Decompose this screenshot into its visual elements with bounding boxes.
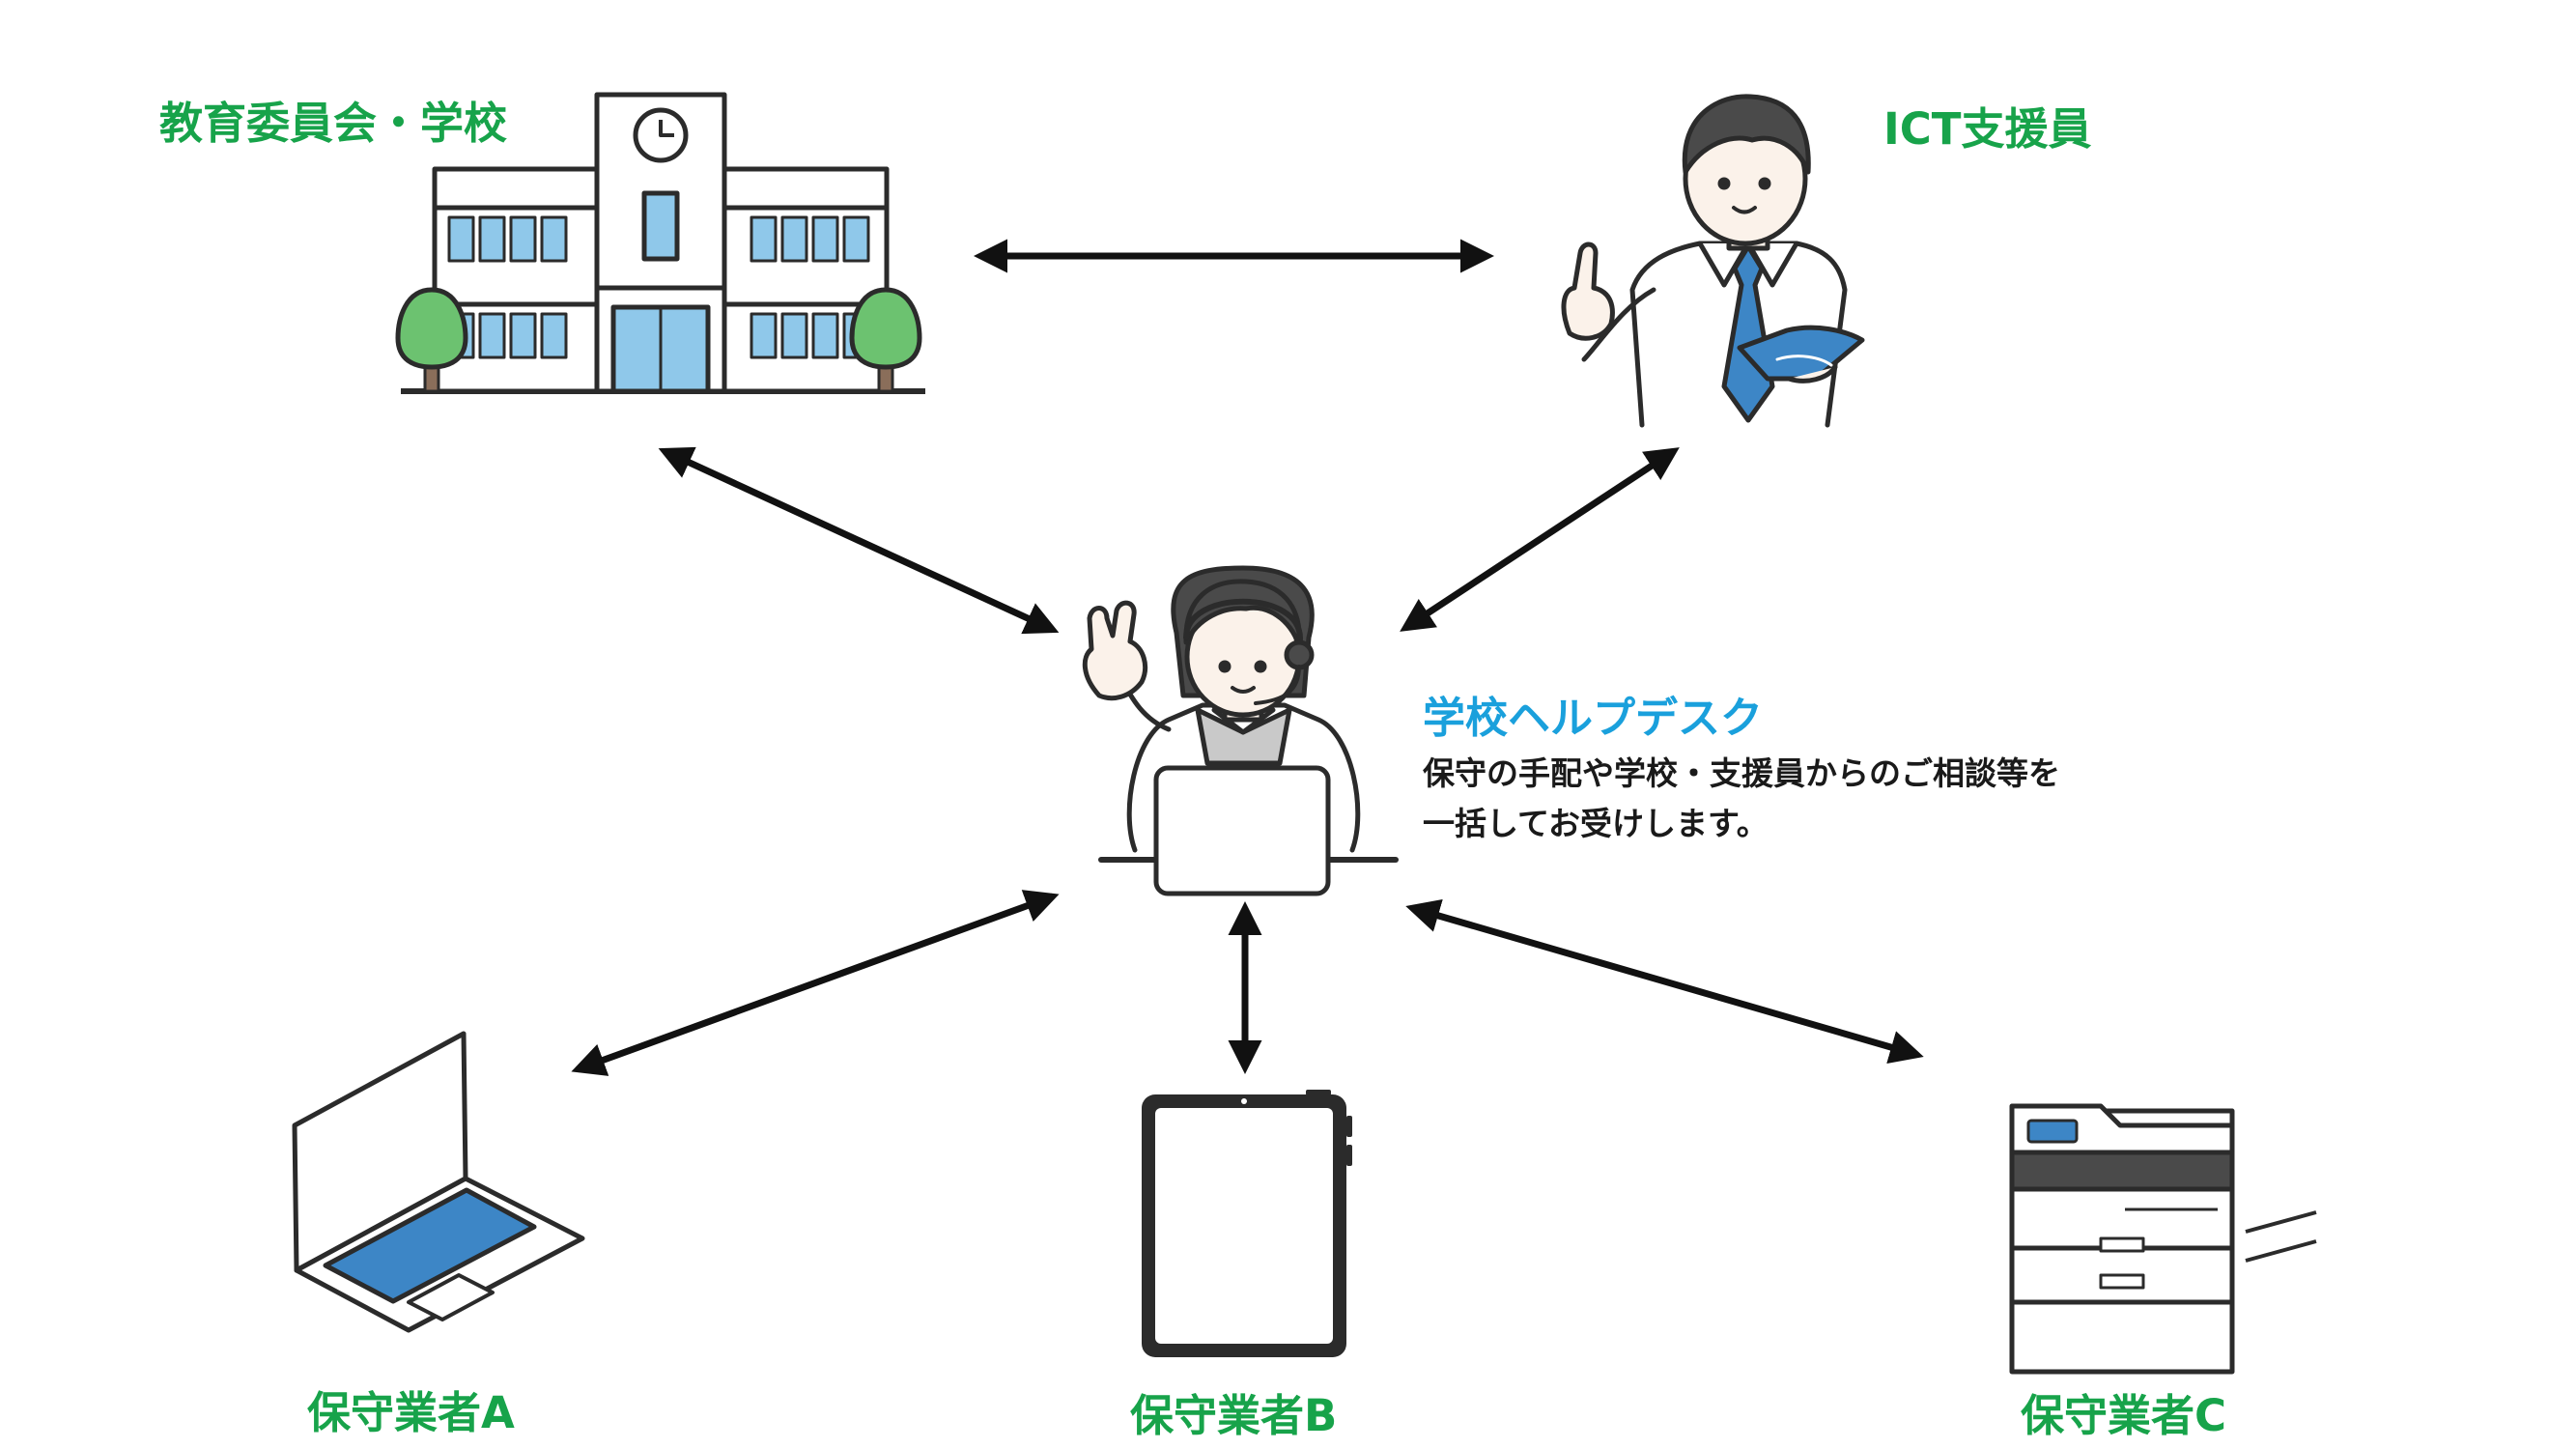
vendor-a-label: 保守業者A [307, 1387, 515, 1438]
vendor-c-label: 保守業者C [2021, 1390, 2227, 1441]
connection-arrows [571, 239, 1924, 1076]
helpdesk-description-line2: 一括してお受けします。 [1423, 805, 1769, 842]
arrow-helpdesk-vendor-c [1405, 899, 1924, 1064]
helpdesk-operator-icon [1082, 565, 1399, 896]
laptop-icon [292, 1031, 585, 1333]
arrow-ict-helpdesk [1400, 447, 1680, 632]
ict-support-label: ICT支援員 [1883, 103, 2092, 155]
printer-icon [2009, 1103, 2317, 1375]
helpdesk-title: 学校ヘルプデスク [1423, 694, 1763, 743]
support-staff-icon [1561, 94, 1865, 428]
school-label: 教育委員会・学校 [159, 98, 508, 149]
arrow-helpdesk-vendor-a [571, 890, 1060, 1076]
tablet-icon [1142, 1090, 1352, 1357]
vendor-b-label: 保守業者B [1130, 1390, 1338, 1441]
arrow-school-helpdesk [658, 446, 1060, 635]
school-building-icon [395, 92, 925, 394]
helpdesk-description-line1: 保守の手配や学校・支援員からのご相談等を [1423, 754, 2060, 792]
